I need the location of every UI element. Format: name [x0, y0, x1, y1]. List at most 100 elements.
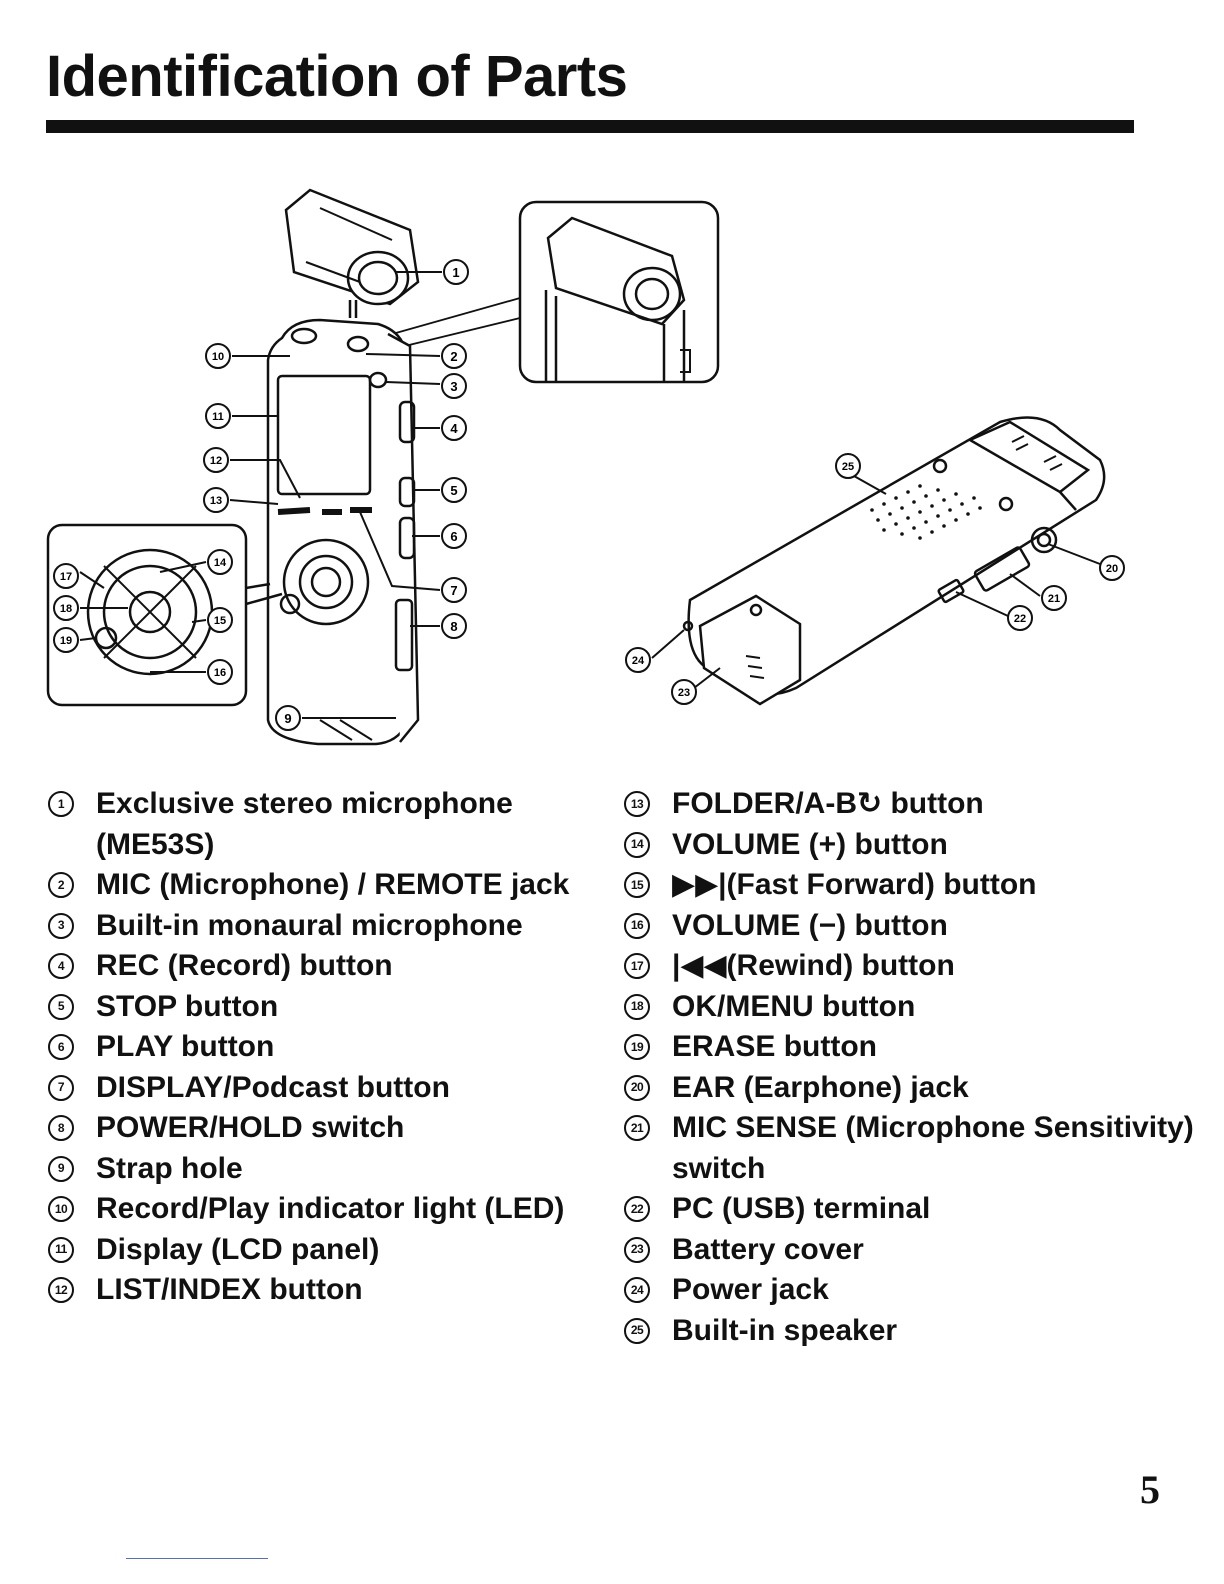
callout-1: 1 — [443, 259, 469, 285]
recorder-diagram: 1 2 3 4 5 6 7 8 9 10 11 12 13 14 15 16 1… — [46, 188, 1125, 746]
part-label: VOLUME (−) button — [672, 908, 948, 942]
recorder-back — [682, 416, 1106, 706]
part-label: VOLUME (+) button — [672, 827, 948, 861]
callout-25: 25 — [835, 453, 861, 479]
callout-16: 16 — [207, 659, 233, 685]
part-number: 1 — [48, 791, 74, 817]
part-label: STOP button — [96, 989, 279, 1023]
callout-17: 17 — [53, 563, 79, 589]
part-item: 16 VOLUME (−) button — [624, 906, 1204, 947]
part-label: POWER/HOLD switch — [96, 1111, 405, 1144]
part-number: 3 — [48, 912, 74, 939]
part-label: Built-in speaker — [672, 1313, 898, 1347]
svg-text:1: 1 — [452, 265, 459, 280]
part-number: 7 — [48, 1074, 74, 1101]
part-label: LIST/INDEX button — [96, 1273, 363, 1306]
callout-23: 23 — [671, 679, 697, 705]
part-item: 18 OK/MENU button — [624, 987, 1204, 1028]
callout-5: 5 — [441, 477, 467, 503]
page-title: Identification of Parts — [46, 44, 628, 109]
callout-6: 6 — [441, 523, 467, 549]
part-item: 20 EAR (Earphone) jack — [624, 1068, 1204, 1109]
part-label: OK/MENU button — [672, 989, 916, 1023]
callout-7: 7 — [441, 577, 467, 603]
part-number: 18 — [624, 993, 650, 1020]
title-rule — [46, 120, 1134, 133]
part-number: 21 — [624, 1115, 650, 1141]
callout-18: 18 — [53, 595, 79, 621]
part-item: 2 MIC (Microphone) / REMOTE jack — [48, 865, 588, 906]
svg-text:12: 12 — [210, 455, 222, 467]
callout-15: 15 — [207, 607, 233, 633]
svg-text:21: 21 — [1048, 593, 1060, 605]
part-item: 17|◀◀(Rewind) button — [624, 946, 1204, 987]
svg-text:24: 24 — [632, 655, 645, 667]
part-label: EAR (Earphone) jack — [672, 1070, 969, 1104]
svg-text:22: 22 — [1014, 613, 1026, 625]
part-number: 2 — [48, 872, 74, 898]
callout-2: 2 — [441, 343, 467, 369]
part-number: 11 — [48, 1236, 74, 1263]
svg-text:3: 3 — [450, 379, 457, 394]
callout-21: 21 — [1041, 585, 1067, 611]
part-number: 20 — [624, 1074, 650, 1101]
svg-text:11: 11 — [212, 411, 224, 423]
callout-20: 20 — [1099, 555, 1125, 581]
svg-text:10: 10 — [212, 351, 224, 363]
parts-list-left: 1 Exclusive stereo microphone (ME53S) 2 MIC… — [48, 784, 588, 1311]
callout-19: 19 — [53, 627, 79, 653]
part-label: PLAY button — [96, 1030, 275, 1063]
svg-text:8: 8 — [450, 619, 457, 634]
svg-text:2: 2 — [450, 349, 457, 364]
svg-text:5: 5 — [450, 483, 457, 498]
part-label: Exclusive stereo microphone (ME53S) — [96, 787, 513, 861]
part-number: 12 — [48, 1277, 74, 1303]
part-item: 12 LIST/INDEX button — [48, 1270, 588, 1311]
svg-text:18: 18 — [60, 603, 72, 615]
svg-text:9: 9 — [284, 711, 291, 726]
speaker-grille — [870, 484, 982, 540]
part-number: 9 — [48, 1155, 74, 1182]
callout-8: 8 — [441, 613, 467, 639]
part-label: Power jack — [672, 1273, 829, 1306]
callout-12: 12 — [203, 447, 229, 473]
svg-text:6: 6 — [450, 529, 457, 544]
part-label: ▶▶|(Fast Forward) button — [672, 868, 1037, 901]
part-label: FOLDER/A-B↻ button — [672, 787, 984, 820]
callout-3: 3 — [441, 373, 467, 399]
callout-24: 24 — [625, 647, 651, 673]
part-number: 4 — [48, 953, 74, 979]
callout-13: 13 — [203, 487, 229, 513]
part-label: Display (LCD panel) — [96, 1232, 380, 1266]
part-label: Built-in monaural microphone — [96, 908, 523, 942]
part-number: 16 — [624, 912, 650, 939]
part-label: Record/Play indicator light (LED) — [96, 1192, 565, 1225]
callout-9: 9 — [275, 705, 301, 731]
footer-rule — [126, 1558, 268, 1559]
part-label: ERASE button — [672, 1030, 877, 1063]
part-item: 24 Power jack — [624, 1270, 1204, 1311]
callout-14: 14 — [207, 549, 233, 575]
part-item: 10 Record/Play indicator light (LED) — [48, 1189, 588, 1230]
recorder-front — [266, 318, 420, 746]
part-number: 24 — [624, 1277, 650, 1303]
part-number: 13 — [624, 791, 650, 817]
part-number: 10 — [48, 1196, 74, 1222]
svg-text:15: 15 — [214, 615, 226, 627]
stereo-microphone — [284, 188, 420, 318]
part-item: 13 FOLDER/A-B↻ button — [624, 784, 1204, 825]
svg-text:14: 14 — [214, 557, 227, 569]
part-label: MIC (Microphone) / REMOTE jack — [96, 868, 570, 901]
part-item: 3 Built-in monaural microphone — [48, 906, 588, 947]
svg-text:25: 25 — [842, 461, 854, 473]
part-label: PC (USB) terminal — [672, 1192, 931, 1225]
